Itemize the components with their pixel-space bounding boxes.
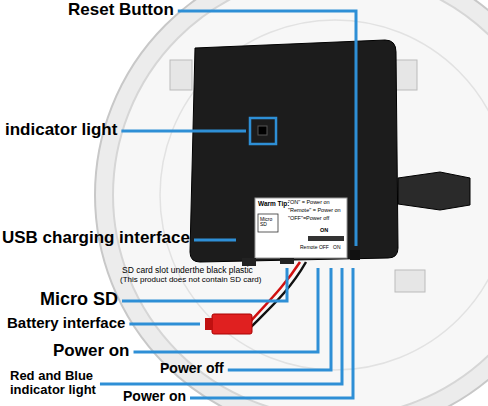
black-connector bbox=[398, 172, 470, 210]
battery-callout: Battery interface bbox=[7, 315, 125, 331]
sticker-text: "ON" = Power on bbox=[288, 200, 330, 206]
switch-text: ON bbox=[333, 245, 341, 250]
outer-ring bbox=[95, 0, 488, 406]
mount-tab bbox=[170, 60, 192, 90]
leader-line bbox=[178, 11, 356, 246]
sticker-text: "Remote" = Power on bbox=[288, 208, 341, 214]
black-wire bbox=[250, 262, 306, 328]
sd-note: SD card slot underthe black plastic bbox=[122, 266, 253, 275]
usb-callout: USB charging interface bbox=[2, 229, 190, 247]
leader-line bbox=[121, 130, 246, 133]
leader-line bbox=[100, 268, 342, 384]
sd-slot bbox=[280, 258, 294, 264]
sd-icon-text: Micro SD bbox=[260, 217, 276, 228]
reset-callout: Reset Button bbox=[68, 1, 174, 19]
indicator-frame bbox=[250, 118, 276, 144]
mount-tab bbox=[395, 270, 425, 292]
leader-line bbox=[129, 323, 200, 326]
switch-text: Remote OFF bbox=[300, 245, 329, 250]
indicator-callout: indicator light bbox=[5, 121, 117, 139]
sticker-text: "OFF"=Power off bbox=[288, 216, 329, 222]
housing bbox=[113, 0, 488, 406]
inner-rim bbox=[160, 20, 488, 370]
usb-port bbox=[242, 258, 256, 266]
microsd-callout: Micro SD bbox=[40, 290, 118, 309]
leader-line bbox=[194, 239, 236, 242]
switch bbox=[308, 236, 344, 241]
red-wire bbox=[250, 262, 300, 322]
led-callout: Red and Blue indicator light bbox=[10, 369, 108, 396]
power-on-callout: Power on bbox=[123, 389, 186, 404]
sd-note: (This product does not contain SD card) bbox=[120, 276, 261, 284]
warm-tip-sticker bbox=[255, 198, 347, 258]
power-on-callout: Power on bbox=[53, 342, 130, 360]
leader-line bbox=[190, 268, 353, 398]
black-cover bbox=[190, 40, 398, 262]
reset-button bbox=[350, 250, 360, 260]
sd-icon-frame bbox=[258, 214, 278, 232]
sticker-heading: Warm Tip: bbox=[258, 201, 289, 208]
indicator-led bbox=[258, 126, 267, 135]
switch-text: ON bbox=[320, 228, 328, 234]
battery-plug bbox=[212, 314, 252, 334]
mount-tab bbox=[395, 60, 417, 90]
power-off-callout: Power off bbox=[160, 361, 224, 376]
plug-tip bbox=[205, 318, 213, 330]
